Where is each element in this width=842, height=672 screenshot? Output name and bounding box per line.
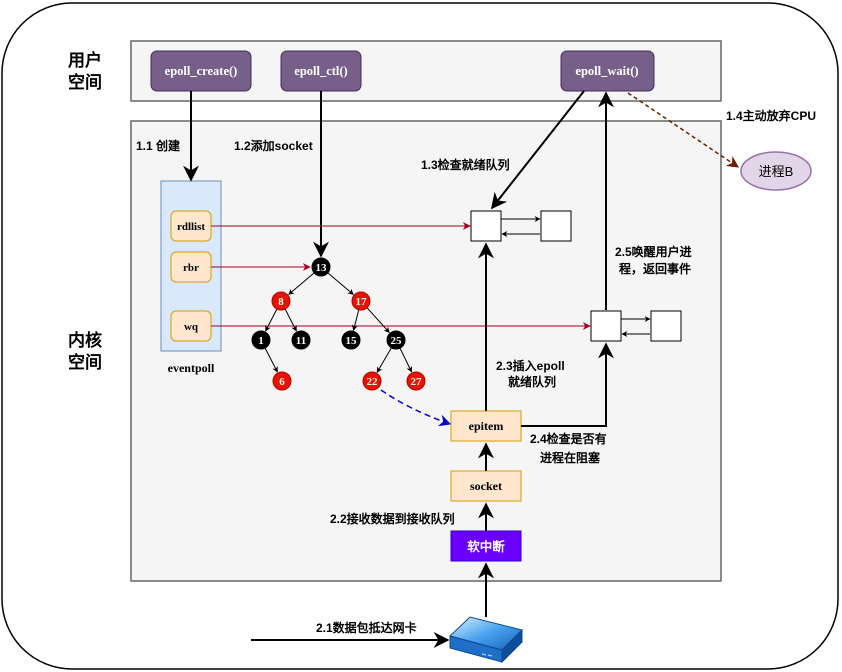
tree-edge <box>366 307 390 334</box>
tree-node-label: 17 <box>356 296 368 308</box>
tree-node-label: 27 <box>411 376 423 388</box>
tree-node-label: 6 <box>279 376 285 388</box>
tree-node-label: 25 <box>391 335 403 347</box>
tree-edge <box>284 308 297 332</box>
user-space-label-line1: 用户 <box>68 50 102 70</box>
tree-edge <box>399 347 413 373</box>
tree-node-label: 11 <box>296 335 306 347</box>
tree-edge <box>327 272 354 295</box>
tree-node-25[interactable] <box>386 330 406 350</box>
tree-node-label: 15 <box>346 335 358 347</box>
kernel-space-panel <box>130 120 722 582</box>
wq-label: wq <box>184 321 199 333</box>
epitem-to-waitqueue-arrow <box>521 342 614 427</box>
rdllist-label: rdllist <box>177 221 205 233</box>
softirq-label: 软中断 <box>467 539 505 554</box>
tree-node-6[interactable] <box>272 371 292 391</box>
tree-node-11[interactable] <box>291 330 311 350</box>
epoll-create-box[interactable] <box>150 50 252 92</box>
network-card-icon <box>449 616 523 664</box>
tree-node-22[interactable] <box>362 371 382 391</box>
kernel-space-label-line1: 内核 <box>68 330 102 350</box>
tree-edge <box>351 309 360 331</box>
epoll-wait-box[interactable] <box>560 50 655 92</box>
step-2-3-line2: 就绪队列 <box>508 374 556 389</box>
tree-node-13[interactable] <box>311 257 331 277</box>
wait-queue-node-2 <box>650 310 682 342</box>
ready-list-node-2 <box>540 210 572 242</box>
step-2-4-label: 2.4检查是否有 进程在阻塞 <box>530 431 610 465</box>
wait-check-ready-arrow <box>491 90 585 210</box>
kernel-space-label: 内核 空间 <box>68 330 107 372</box>
kernel-space-label-line2: 空间 <box>68 352 102 372</box>
give-up-cpu-arrow <box>627 92 739 168</box>
tree-node-17[interactable] <box>351 291 371 311</box>
tree-node-15[interactable] <box>341 330 361 350</box>
step-2-1-label: 2.1数据包抵达网卡 <box>316 620 417 635</box>
socket-label: socket <box>470 479 502 493</box>
step-2-5-line2: 程，返回事件 <box>619 261 691 276</box>
tree-node-label: 22 <box>367 376 379 388</box>
epitem-label: epitem <box>469 419 504 433</box>
softirq-box[interactable] <box>450 530 522 562</box>
rbr-label: rbr <box>183 262 199 274</box>
step-2-3-label: 2.3插入epoll 就绪队列 <box>496 358 568 389</box>
tree-node-1[interactable] <box>251 330 271 350</box>
wait-queue-node-1 <box>590 310 622 342</box>
step-2-4-line2: 进程在阻塞 <box>540 450 601 465</box>
tree-edge <box>376 347 392 373</box>
step-2-5-label: 2.5唤醒用户进 程，返回事件 <box>615 244 695 276</box>
step-2-4-line1: 2.4检查是否有 <box>530 431 607 446</box>
ready-list-node-1 <box>470 210 502 242</box>
process-b-label: 进程B <box>759 164 794 179</box>
tree-node-label: 1 <box>258 335 264 347</box>
step-1-2-label: 1.2添加socket <box>234 138 313 153</box>
epoll-wait-label: epoll_wait() <box>575 64 638 78</box>
epoll-create-label: epoll_create() <box>165 64 238 78</box>
step-1-4-label: 1.4主动放弃CPU <box>726 108 816 123</box>
tree-edge <box>288 272 315 295</box>
tree-edge <box>265 308 278 332</box>
step-1-1-label: 1.1 创建 <box>136 138 181 153</box>
step-2-3-line1: 2.3插入epoll <box>496 358 565 373</box>
user-space-label: 用户 空间 <box>68 50 107 92</box>
socket-box[interactable] <box>450 470 522 502</box>
tree-node-8[interactable] <box>271 291 291 311</box>
step-2-5-line1: 2.5唤醒用户进 <box>615 244 692 259</box>
step-2-2-label: 2.2接收数据到接收队列 <box>330 511 455 526</box>
tree-node-label: 8 <box>278 296 284 308</box>
tree-node-label: 13 <box>316 262 328 274</box>
step-1-3-label: 1.3检查就绪队列 <box>421 157 510 172</box>
user-space-label-line2: 空间 <box>68 72 102 92</box>
epoll-ctl-label: epoll_ctl() <box>294 64 347 78</box>
tree-edge <box>264 347 278 373</box>
process-b-node[interactable] <box>740 151 812 191</box>
tree-node-27[interactable] <box>406 371 426 391</box>
eventpoll-label: eventpoll <box>168 361 215 375</box>
